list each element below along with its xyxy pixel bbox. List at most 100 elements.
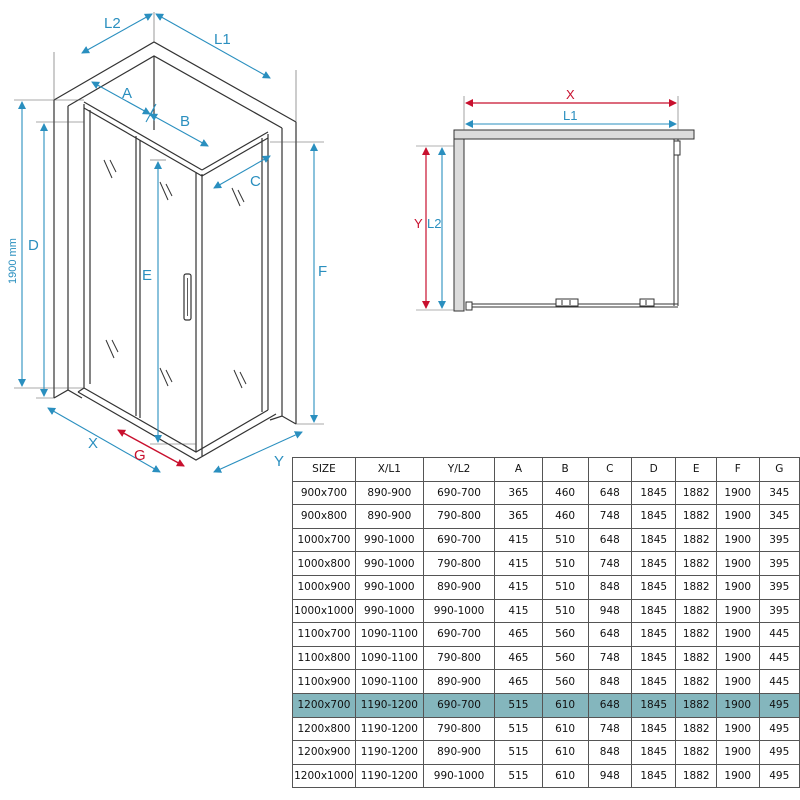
table-cell: 1845	[630, 645, 677, 671]
table-cell: 1882	[675, 551, 717, 576]
table-cell: 1900	[716, 574, 760, 600]
table-cell: 1882	[675, 645, 717, 671]
table-cell: 415	[494, 598, 543, 624]
table-cell: 1200x800	[292, 716, 356, 742]
table-cell: 1900	[716, 645, 760, 671]
table-cell: 610	[541, 740, 589, 765]
table-cell: 560	[541, 669, 589, 694]
table-cell: 1900	[716, 763, 760, 789]
table-cell: 1100x800	[292, 645, 356, 671]
header-c: C	[587, 457, 632, 482]
table-cell: 1845	[630, 480, 677, 506]
table-cell: 510	[541, 598, 589, 624]
header-x-l1: X/L1	[354, 457, 424, 482]
table-cell: 610	[541, 716, 589, 742]
header-y-l2: Y/L2	[422, 457, 496, 482]
table-cell: 460	[541, 480, 589, 506]
table-cell: 1200x900	[292, 740, 356, 765]
table-cell: 1882	[675, 716, 717, 742]
table-cell: 495	[758, 763, 800, 789]
table-cell: 900x800	[292, 504, 356, 529]
table-cell: 690-700	[422, 480, 496, 506]
table-cell: 365	[494, 480, 543, 506]
dim-L1	[155, 13, 271, 79]
table-cell: 1900	[716, 692, 760, 718]
plan-label-Y: Y	[414, 216, 423, 231]
label-Y: Y	[274, 453, 284, 470]
table-cell: 890-900	[422, 740, 496, 765]
table-cell: 1000x1000	[292, 598, 356, 624]
header-f: F	[716, 457, 760, 482]
table-cell: 1845	[630, 622, 677, 647]
table-cell: 848	[587, 574, 632, 600]
table-cell: 395	[758, 574, 800, 600]
plan-label-L1: L1	[563, 108, 577, 123]
table-cell: 1882	[675, 740, 717, 765]
table-cell: 1900	[716, 551, 760, 576]
table-cell: 648	[587, 480, 632, 506]
table-cell: 890-900	[354, 480, 424, 506]
table-cell: 948	[587, 763, 632, 789]
table-cell: 445	[758, 622, 800, 647]
table-cell: 1845	[630, 740, 677, 765]
dim-C	[213, 155, 271, 189]
table-cell: 1845	[630, 504, 677, 529]
header-size: SIZE	[292, 457, 356, 482]
header-d: D	[630, 457, 677, 482]
table-cell: 610	[541, 692, 589, 718]
table-cell: 790-800	[422, 716, 496, 742]
table-cell: 1882	[675, 598, 717, 624]
table-cell: 1090-1100	[354, 645, 424, 671]
table-cell: 990-1000	[422, 763, 496, 789]
table-cell: 1900	[716, 622, 760, 647]
glass-reflections	[103, 159, 247, 389]
table-cell: 748	[587, 551, 632, 576]
header-b: B	[541, 457, 589, 482]
table-cell: 510	[541, 527, 589, 553]
table-cell: 510	[541, 551, 589, 576]
table-cell: 990-1000	[354, 527, 424, 553]
shower-enclosure	[77, 101, 277, 461]
table-cell: 890-900	[354, 504, 424, 529]
table-cell: 648	[587, 622, 632, 647]
table-cell: 748	[587, 645, 632, 671]
table-cell: 515	[494, 692, 543, 718]
table-cell: 1000x700	[292, 527, 356, 553]
dim-B	[149, 113, 209, 147]
table-cell: 1845	[630, 716, 677, 742]
table-cell: 465	[494, 622, 543, 647]
table-cell: 1900	[716, 669, 760, 694]
table-cell: 748	[587, 716, 632, 742]
plan-label-X: X	[566, 87, 575, 102]
table-cell: 460	[541, 504, 589, 529]
table-cell: 890-900	[422, 669, 496, 694]
table-cell: 495	[758, 692, 800, 718]
table-cell: 1845	[630, 527, 677, 553]
table-cell: 560	[541, 645, 589, 671]
table-cell: 900x700	[292, 480, 356, 506]
table-cell: 790-800	[422, 504, 496, 529]
table-cell: 1900	[716, 740, 760, 765]
label-X: X	[88, 435, 98, 452]
table-cell: 1100x900	[292, 669, 356, 694]
table-cell: 1200x1000	[292, 763, 356, 789]
table-cell: 690-700	[422, 622, 496, 647]
plan-view: X L1 Y L2	[414, 87, 695, 312]
table-cell: 1900	[716, 504, 760, 529]
table-cell: 990-1000	[354, 598, 424, 624]
table-cell: 495	[758, 740, 800, 765]
plan-label-L2: L2	[427, 216, 441, 231]
table-cell: 990-1000	[354, 551, 424, 576]
table-cell: 445	[758, 645, 800, 671]
iso-dimension-lines	[18, 13, 318, 473]
table-cell: 790-800	[422, 645, 496, 671]
